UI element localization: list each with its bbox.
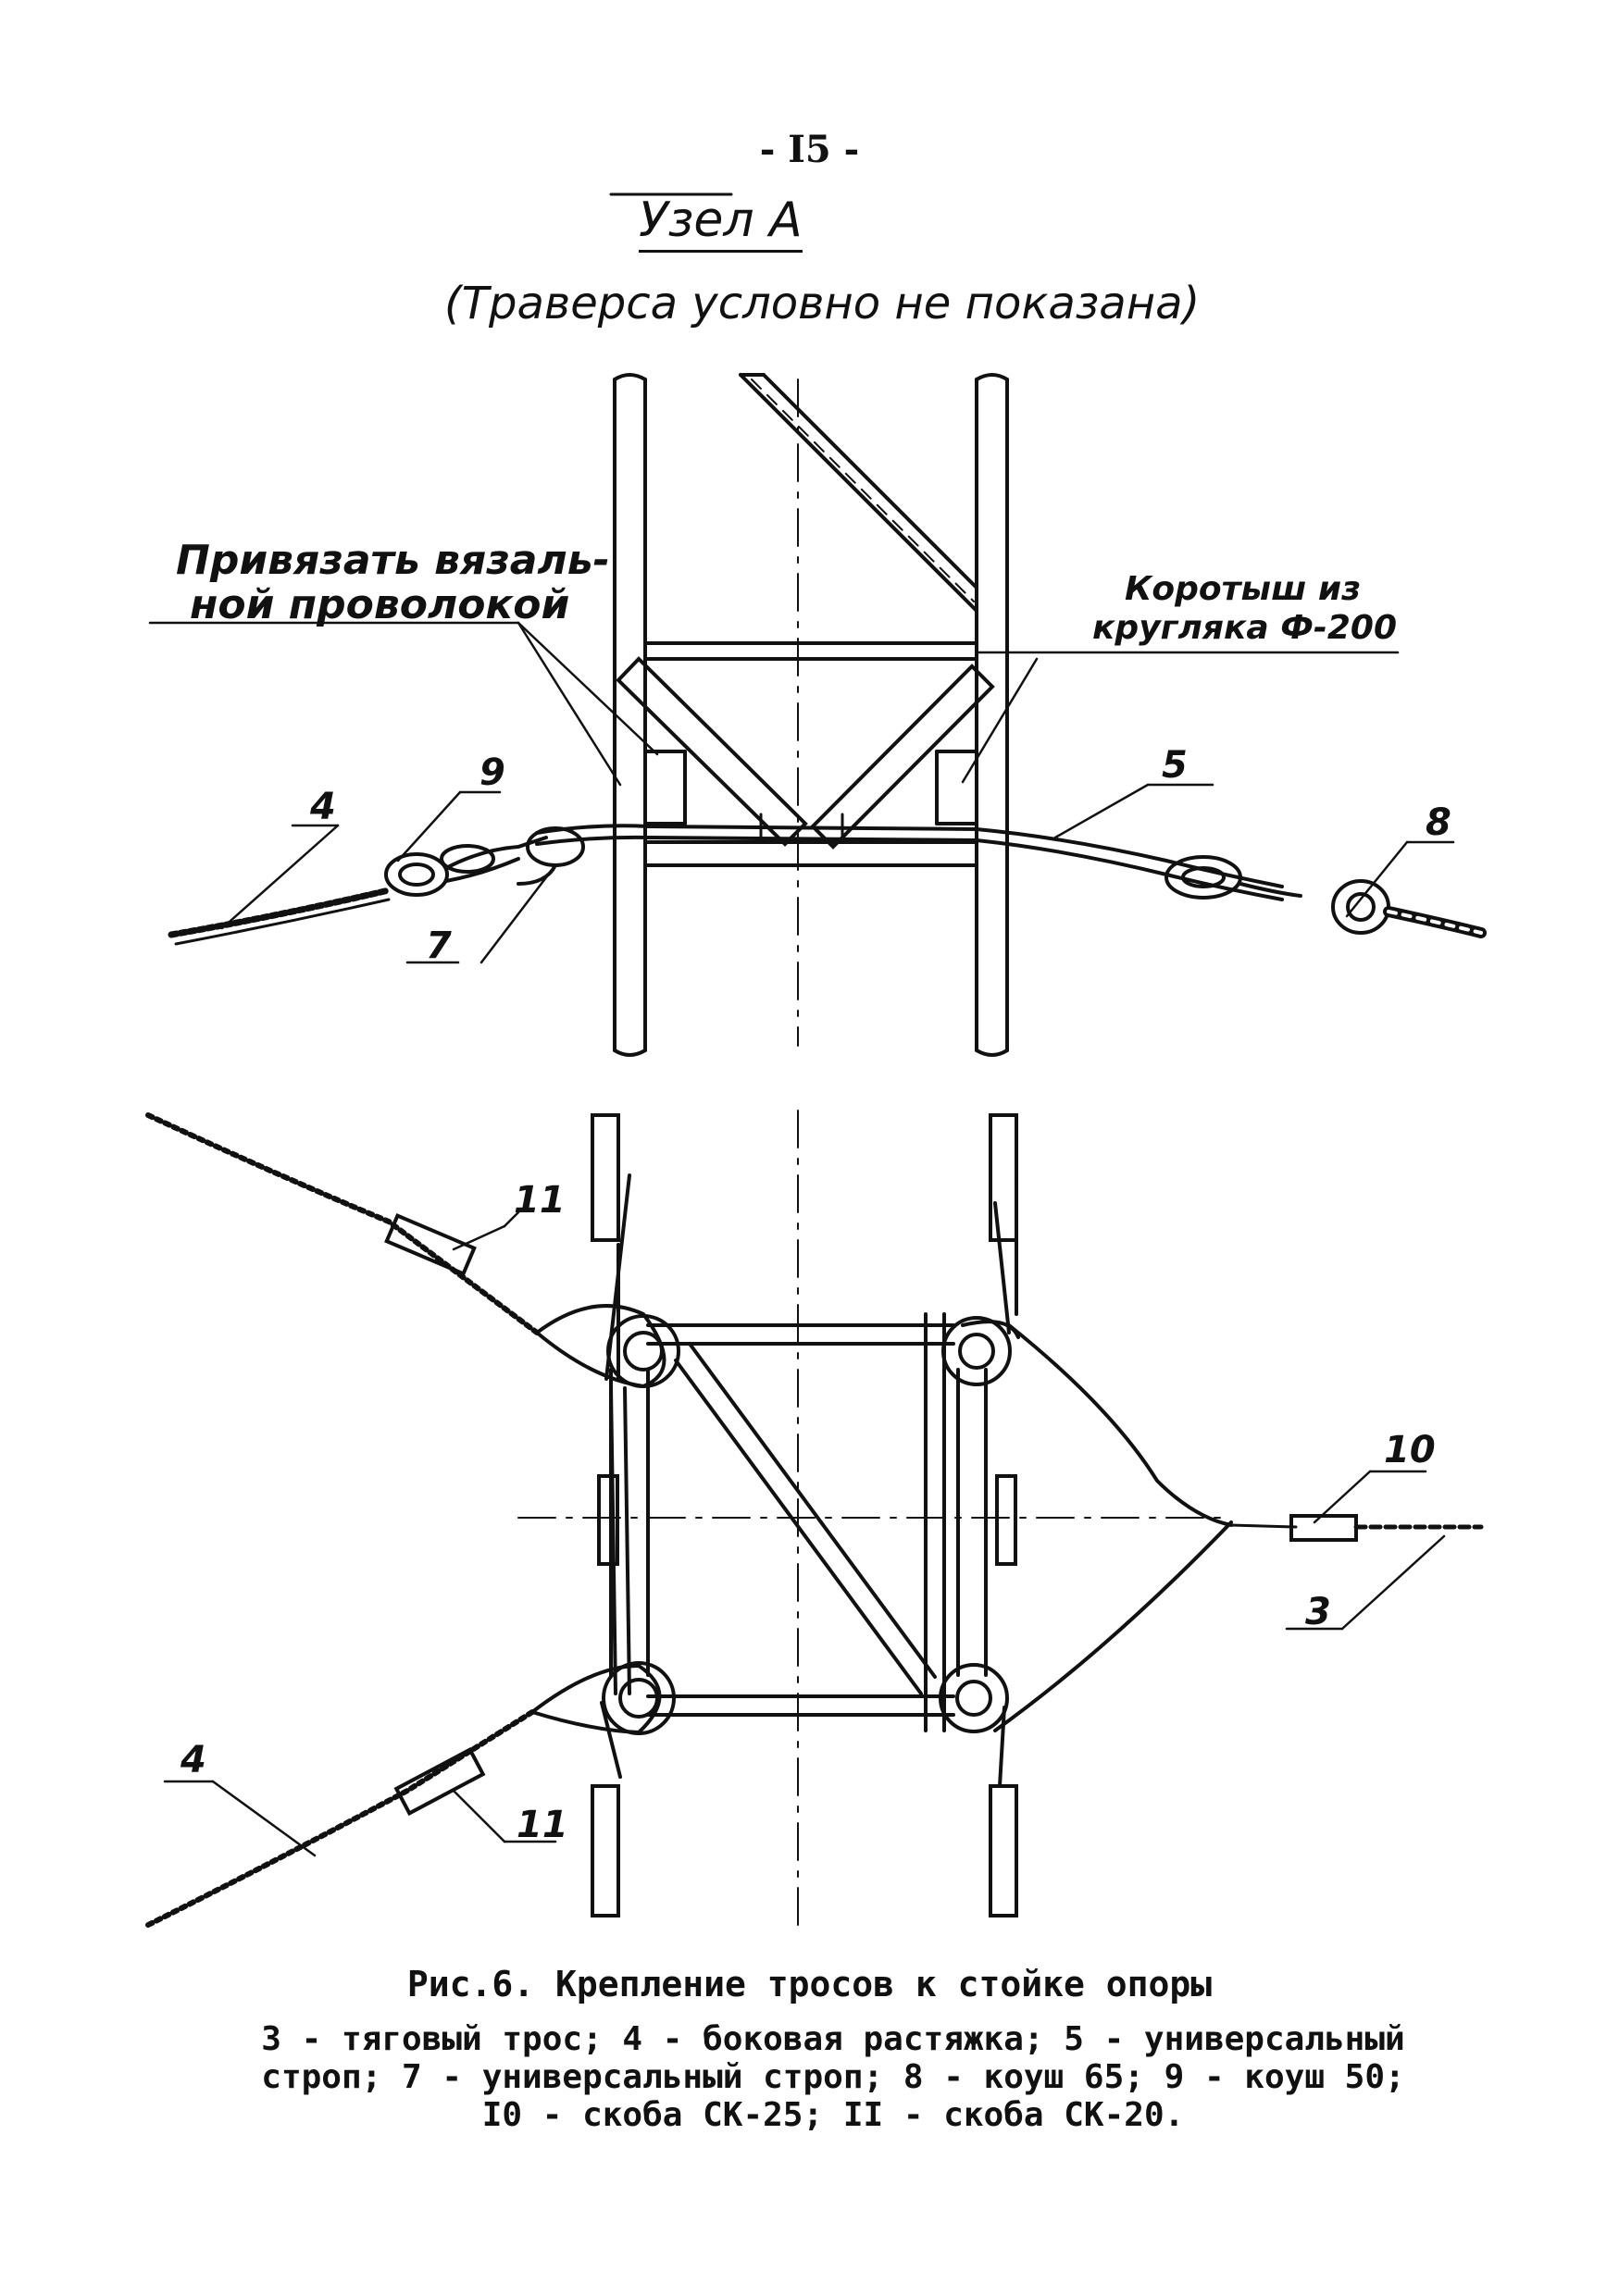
annotation-stub-line1: Коротыш из bbox=[1125, 570, 1361, 608]
bottom-leaders bbox=[163, 1210, 1446, 1857]
bottom-right-post bbox=[989, 1113, 1018, 1917]
bottom-sling-right bbox=[924, 1312, 1233, 1732]
top-right-post bbox=[975, 373, 1009, 1057]
page-number: - I5 - bbox=[759, 128, 860, 171]
callout-7: 7 bbox=[426, 925, 452, 967]
top-short-piece-right bbox=[935, 750, 978, 825]
callout-4-bottom: 4 bbox=[180, 1739, 206, 1781]
top-diagonal-brace bbox=[739, 373, 978, 613]
bottom-rope-3 bbox=[1229, 1514, 1484, 1542]
node-title-text: Узел А bbox=[639, 192, 803, 253]
callout-5: 5 bbox=[1162, 744, 1188, 787]
bottom-rope-lower-left bbox=[145, 1663, 662, 1928]
bottom-frame bbox=[609, 1323, 988, 1717]
top-sling-7 bbox=[517, 826, 585, 886]
bottom-roller-tr bbox=[941, 1316, 1012, 1386]
callout-11-lower: 11 bbox=[517, 1804, 568, 1846]
annotation-tie-line2: ной проволокой bbox=[190, 581, 569, 628]
top-stub-right bbox=[810, 664, 995, 850]
top-thimble-9 bbox=[384, 836, 548, 897]
callout-4-top: 4 bbox=[309, 786, 336, 828]
top-thimble-8 bbox=[1164, 855, 1390, 935]
callout-3: 3 bbox=[1305, 1591, 1331, 1633]
top-rope-right bbox=[1383, 906, 1487, 938]
bottom-rope-upper-left bbox=[145, 1112, 666, 1389]
node-subtitle: (Траверса условно не показана) bbox=[444, 278, 1201, 329]
top-short-piece-left bbox=[643, 750, 687, 825]
top-leaders bbox=[148, 621, 1455, 964]
top-rope-4 bbox=[168, 887, 392, 946]
figure-caption: Рис.6. Крепление тросов к стойке опоры bbox=[406, 1964, 1213, 2004]
legend-line: I0 - скоба СК-25; II - скоба СК-20. bbox=[481, 2096, 1185, 2134]
figure-legend: 3 - тяговый трос; 4 - боковая растяжка; … bbox=[231, 2020, 1435, 2134]
top-horizontal-bars bbox=[643, 641, 978, 867]
node-title: Узел А bbox=[639, 192, 898, 253]
callout-8: 8 bbox=[1426, 801, 1451, 844]
top-stub-left bbox=[616, 656, 808, 847]
callout-10: 10 bbox=[1384, 1429, 1436, 1471]
callout-9: 9 bbox=[479, 751, 505, 794]
top-left-post bbox=[613, 373, 647, 1057]
legend-line: строп; 7 - универсальный строп; 8 - коуш… bbox=[261, 2058, 1405, 2096]
callout-11-upper: 11 bbox=[514, 1179, 566, 1222]
annotation-stub-line2: кругляка Ф-200 bbox=[1092, 609, 1397, 647]
annotation-tie-line1: Привязать вязаль- bbox=[176, 537, 610, 584]
bottom-roller-br bbox=[939, 1663, 1009, 1733]
legend-line: 3 - тяговый трос; 4 - боковая растяжка; … bbox=[261, 2020, 1405, 2058]
